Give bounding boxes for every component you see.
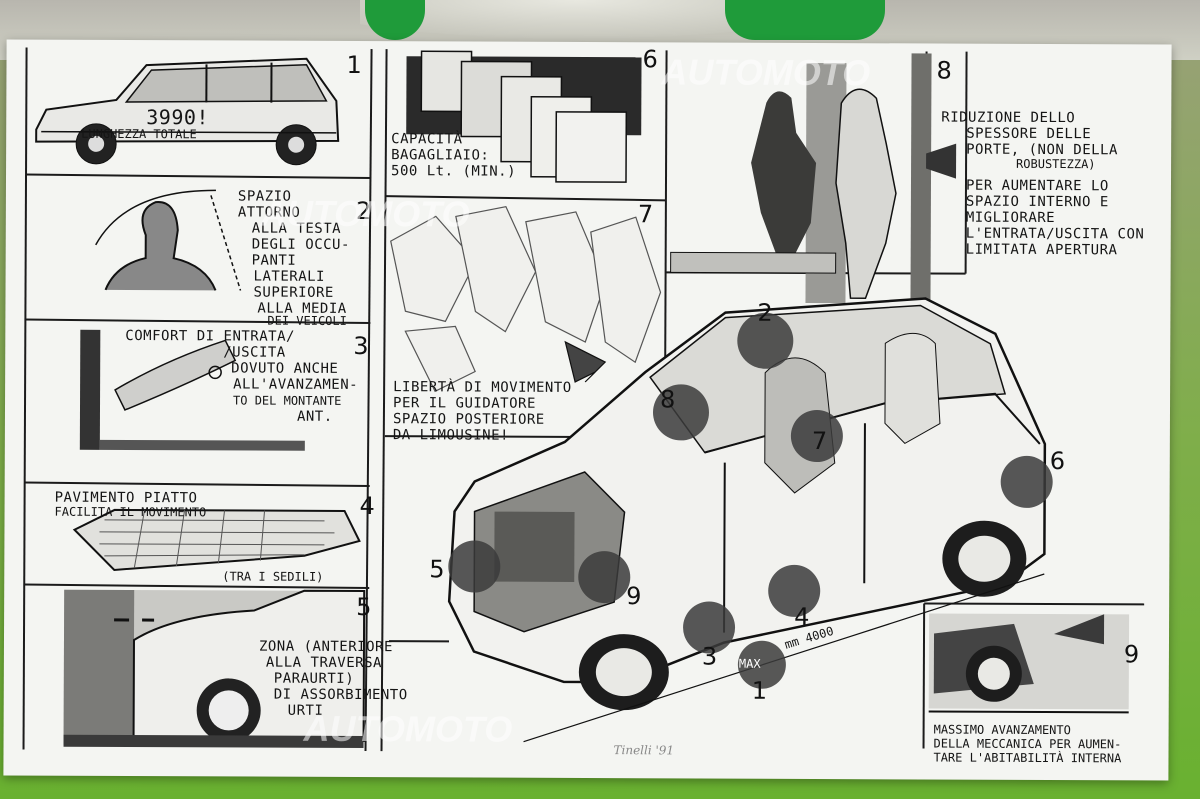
panel-8-number: 8 (936, 57, 951, 85)
watermark-top: AUTOMOTO (660, 51, 870, 93)
panel-7-number: 7 (638, 200, 653, 228)
artist-signature: Tinelli '91 (613, 743, 674, 757)
panel-8-line-6: SPAZIO INTERNO E (966, 194, 1109, 211)
panel-1-car-side (35, 57, 340, 166)
watermark-bottom: AUTOMOTO (303, 708, 513, 750)
panel-2-line-1: SPAZIO (238, 188, 292, 204)
car-marker-1: 1 (752, 677, 767, 705)
car-marker-7: 7 (812, 427, 827, 455)
panel-1-number: 1 (346, 51, 361, 79)
panel-4-line-1: PAVIMENTO PIATTO (55, 490, 198, 507)
panel-9-line-1: MASSIMO AVANZAMENTO (934, 723, 1071, 738)
panel-2-line-8: ALLA MEDIA (257, 301, 346, 317)
panel-8-line-4: ROBUSTEZZA) (1016, 157, 1096, 171)
panel-6-luggage-sketch (406, 50, 642, 183)
car-marker-8: 8 (660, 385, 675, 413)
panel-3-number: 3 (353, 332, 368, 360)
panel-2-line-2: ATTORNO (238, 204, 301, 220)
panel-8-line-2: SPESSORE DELLE (966, 126, 1091, 143)
panel-5-line-3: PARAURTI) (274, 671, 354, 687)
panel-3-line-3: DOVUTO ANCHE (231, 360, 338, 376)
panel-5-line-5: URTI (288, 703, 324, 719)
panel-5-line-2: ALLA TRAVERSA (266, 655, 382, 672)
panel-8-line-9: LIMITATA APERTURA (966, 242, 1118, 259)
panel-1-caption: LUNGHEZZA TOTALE (81, 127, 197, 142)
panel-2-line-6: LATERALI (254, 269, 326, 285)
car-marker-9: 9 (626, 582, 641, 610)
background-toy-green-right (725, 0, 885, 40)
panel-4-floor-sketch (72, 508, 361, 571)
panel-5-number: 5 (356, 593, 371, 621)
panel-5-line-1: ZONA (ANTERIORE (259, 639, 393, 656)
panel-6-line-3: 500 Lt. (MIN.) (391, 163, 516, 180)
panel-1-length: 3990! (146, 105, 209, 129)
panel-8-line-5: PER AUMENTARE LO (966, 178, 1109, 195)
main-cutaway-car (447, 297, 1053, 743)
panel-7-line-4: DA LIMOUSINE! (393, 427, 509, 444)
panel-7-line-3: SPAZIO POSTERIORE (393, 411, 545, 428)
car-marker-6: 6 (1050, 447, 1065, 475)
panel-2-line-9: DEI VEICOLI (267, 314, 347, 328)
car-marker-3: 3 (702, 643, 717, 671)
panel-7-line-2: PER IL GUIDATORE (393, 395, 536, 412)
panel-3-line-2: /USCITA (223, 344, 286, 360)
sketch-card: 3990! LUNGHEZZA TOTALE 1 2 SPAZIO ATTORN… (3, 39, 1172, 781)
watermark-middle: AUTOMOTO (260, 193, 470, 235)
panel-6-line-2: BAGAGLIAIO: (391, 147, 489, 163)
panel-2-line-3: ALLA TESTA (252, 221, 341, 237)
panel-8-line-3: PORTE, (NON DELLA (966, 142, 1118, 159)
panel-9-number: 9 (1124, 640, 1139, 668)
panel-6-line-1: CAPACITÀ (391, 130, 463, 147)
panel-4-line-3: (TRA I SEDILI) (222, 569, 323, 583)
panel-2-head-sketch (95, 189, 242, 291)
panel-7-seats-sketch (390, 205, 662, 393)
panel-8-line-8: L'ENTRATA/USCITA CON (966, 226, 1145, 243)
panel-8-line-1: RIDUZIONE DELLO (941, 110, 1075, 127)
dimension-max: MAX (739, 657, 762, 671)
panel-9-engine-sketch (928, 613, 1130, 714)
panel-2-line-7: SUPERIORE (253, 285, 333, 301)
panel-3-line-1: COMFORT DI ENTRATA/ (125, 328, 295, 345)
panel-3-door-sketch (79, 329, 305, 451)
panel-6-number: 6 (642, 45, 657, 73)
panel-4-number: 4 (360, 492, 375, 520)
car-marker-2: 2 (757, 299, 772, 327)
panel-2-number: 2 (356, 197, 371, 225)
panel-9-line-2: DELLA MECCANICA PER AUMEN- (934, 737, 1122, 752)
panel-3-line-6: ANT. (297, 409, 333, 425)
panel-8-mannequin-sketch (670, 53, 957, 304)
panel-3-line-5: TO DEL MONTANTE (233, 393, 341, 407)
panel-8-line-7: MIGLIORARE (966, 210, 1055, 226)
panel-4-line-2: FACILITA IL MOVIMENTO (55, 505, 207, 520)
panel-5-line-4: DI ASSORBIMENTO (274, 687, 408, 704)
panel-2-line-5: PANTI (252, 253, 297, 269)
panel-3-line-4: ALL'AVANZAMEN- (233, 376, 358, 393)
panel-9-line-3: TARE L'ABITABILITÀ INTERNA (933, 750, 1122, 766)
panel-5-front-sketch (63, 589, 366, 749)
panel-2-line-4: DEGLI OCCU- (252, 237, 350, 253)
panel-7-line-1: LIBERTÀ DI MOVIMENTO (393, 378, 572, 396)
car-marker-5: 5 (429, 555, 444, 583)
car-marker-4: 4 (794, 603, 809, 631)
sketch-canvas: 3990! LUNGHEZZA TOTALE 1 2 SPAZIO ATTORN… (22, 45, 1145, 766)
